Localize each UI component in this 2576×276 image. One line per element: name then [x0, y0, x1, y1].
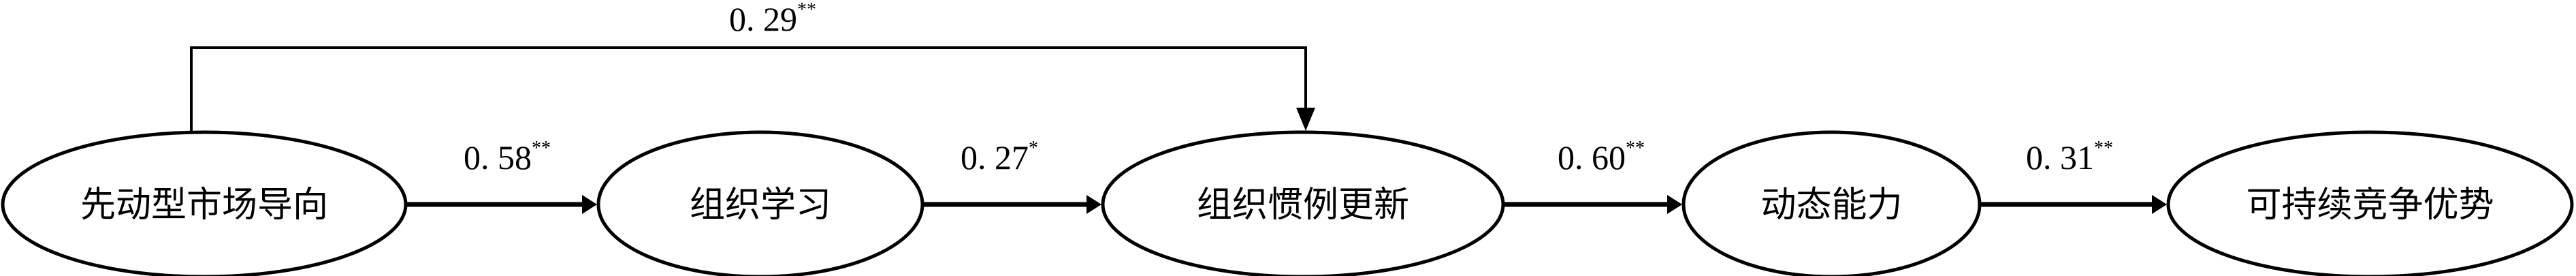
path-coefficient: 0. 27* [961, 138, 1038, 177]
node-ellipse [1101, 130, 1505, 276]
significance-marker: ** [532, 138, 551, 159]
path-dynamic-capability-to-sustainable-competitive-advantage [1981, 195, 2167, 214]
path-proactive-market-orientation-to-organizational-learning [407, 195, 597, 214]
node-proactive-market-orientation: 先动型市场导向 [1, 130, 408, 276]
path-organizational-learning-to-organizational-routine-renewal [924, 195, 1101, 214]
node-label: 先动型市场导向 [80, 185, 328, 226]
node-label: 动态能力 [1760, 185, 1902, 226]
arrowhead [1296, 108, 1315, 131]
node-sustainable-competitive-advantage: 可持续竞争优势 [2166, 130, 2574, 276]
significance-marker: ** [2094, 138, 2113, 159]
arrowhead [1086, 195, 1101, 214]
significance-marker: * [1029, 138, 1038, 159]
node-ellipse [2166, 130, 2574, 276]
node-organizational-routine-renewal: 组织惯例更新 [1101, 130, 1505, 276]
path-coefficient: 0. 29** [729, 0, 816, 38]
path-organizational-routine-renewal-to-dynamic-capability [1504, 195, 1682, 214]
significance-marker: ** [1626, 138, 1645, 159]
path-coefficient: 0. 31** [2026, 138, 2113, 177]
node-ellipse [1681, 130, 1982, 276]
arrowhead [582, 195, 597, 214]
arrowhead [1667, 195, 1682, 214]
arrowhead [2152, 195, 2167, 214]
node-label: 可持续竞争优势 [2246, 185, 2494, 226]
node-dynamic-capability: 动态能力 [1681, 130, 1982, 276]
node-label: 组织学习 [690, 185, 831, 226]
path-coefficient: 0. 58** [464, 138, 551, 177]
node-ellipse [596, 130, 924, 276]
node-organizational-learning: 组织学习 [596, 130, 924, 276]
node-ellipse [1, 130, 408, 276]
arrow [190, 46, 1307, 135]
path-proactive-market-orientation-to-organizational-routine-renewal [190, 46, 1315, 135]
significance-marker: ** [797, 0, 816, 20]
node-label: 组织惯例更新 [1197, 185, 1409, 226]
path-coefficient: 0. 60** [1558, 138, 1645, 177]
